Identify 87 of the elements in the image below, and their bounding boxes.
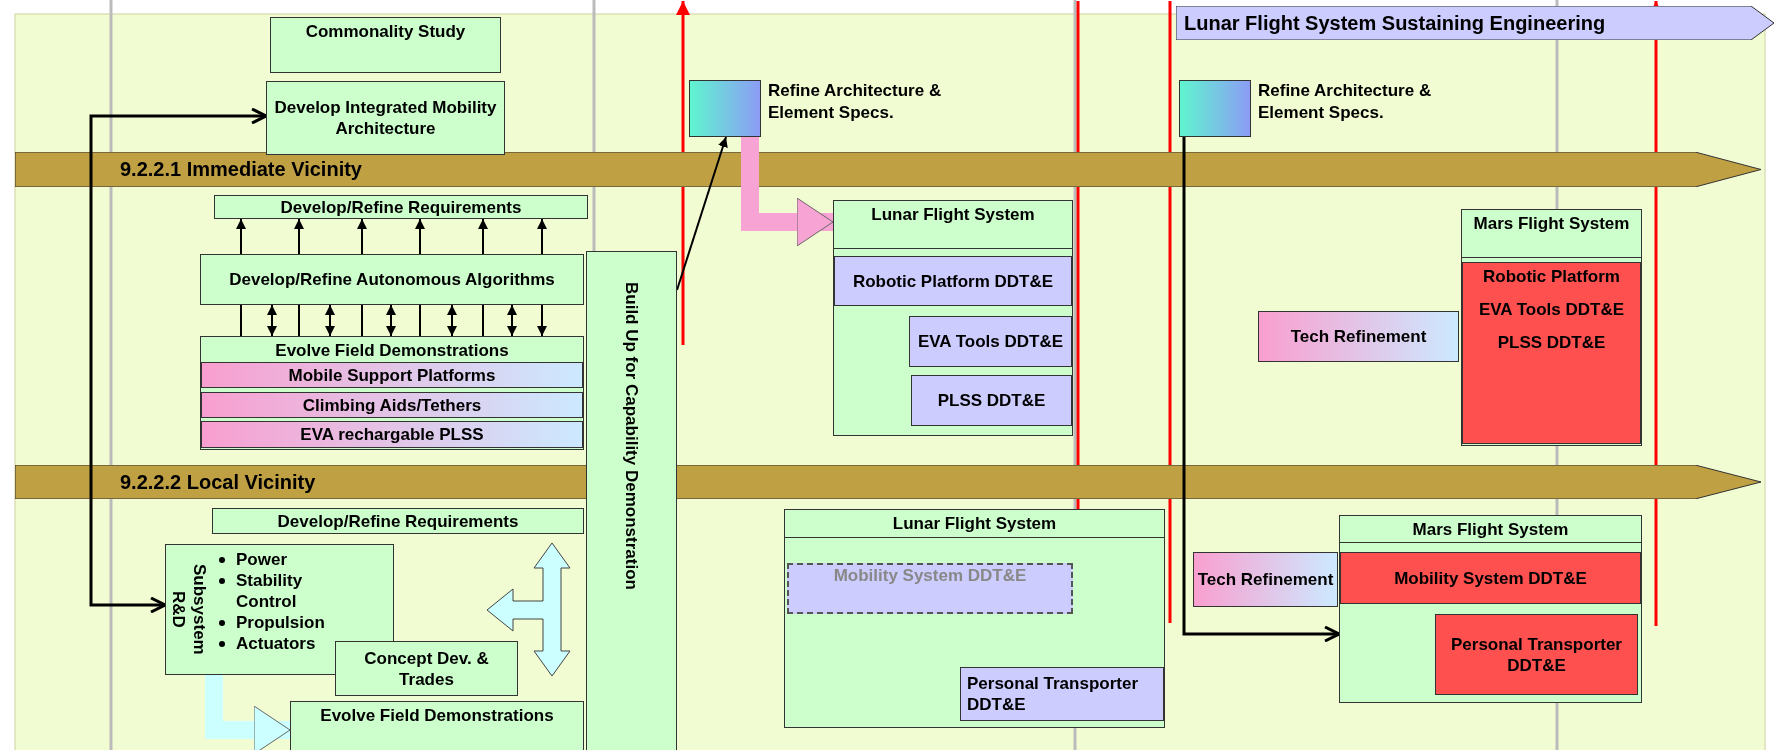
box-label: Concept Dev. & Trades	[363, 647, 490, 690]
arrow	[507, 304, 517, 337]
arrow	[236, 218, 246, 255]
task-box	[1340, 552, 1641, 604]
connector-line	[482, 304, 484, 337]
connector-line	[419, 304, 421, 337]
bullet-item: Power	[214, 549, 341, 570]
band-label: 9.2.2.1 Immediate Vicinity	[120, 159, 362, 180]
arrow	[1182, 137, 1341, 643]
task-bar	[201, 392, 583, 418]
arrow	[89, 107, 268, 614]
box-label: PLSS DDT&E	[937, 390, 1046, 411]
band-label: 9.2.2.2 Local Vicinity	[120, 471, 316, 493]
box-label: Robotic Platform	[1483, 266, 1620, 287]
box-label: EVA rechargable PLSS	[300, 424, 484, 445]
task-bar	[1193, 552, 1338, 607]
milestone-box	[1179, 80, 1251, 137]
box-label: Personal Transporter DDT&E	[967, 673, 1139, 715]
bullet-item: Stability Control	[214, 570, 341, 612]
task-bar	[201, 362, 583, 388]
arrow	[415, 218, 425, 255]
group-title: Lunar Flight System	[834, 201, 1072, 249]
arrow	[537, 218, 547, 255]
group-box	[200, 336, 584, 450]
box-label: Robotic Platform DDT&E	[852, 270, 1054, 292]
task-box	[212, 508, 584, 534]
milestone-label: Refine Architecture & Element Specs.	[768, 80, 943, 124]
connector-line	[240, 304, 242, 337]
group-box	[1339, 515, 1642, 703]
arrow	[478, 218, 488, 255]
box-label: Mobile Support Platforms	[288, 364, 496, 386]
task-box	[270, 17, 501, 73]
task-box	[586, 251, 677, 750]
task-box	[200, 254, 584, 305]
connector-line	[298, 304, 300, 337]
arrow	[537, 304, 547, 337]
box-label: EVA Tools DDT&E	[917, 331, 1064, 352]
box-label: Tech Refinement	[1290, 326, 1427, 347]
arrow	[386, 304, 396, 337]
task-box	[290, 701, 584, 750]
arrow	[294, 218, 304, 255]
band-label: Lunar Flight System Sustaining Engineering	[1184, 12, 1606, 34]
arrow	[676, 136, 728, 291]
box-label: Mobility System DDT&E	[1394, 567, 1587, 589]
task-box	[214, 195, 588, 219]
arrow	[447, 304, 457, 337]
task-box	[960, 667, 1164, 721]
task-box	[1435, 614, 1638, 695]
box-label: EVA Tools DDT&E	[1478, 299, 1625, 320]
task-box	[911, 375, 1072, 426]
block-arrow	[205, 675, 291, 750]
group-title: Lunar Flight System	[785, 510, 1164, 538]
box-label: Personal Transporter DDT&E	[1450, 633, 1623, 676]
group-title: Mars Flight System	[1462, 210, 1641, 258]
box-label: PLSS DDT&E	[1497, 332, 1606, 353]
timeline-band	[1176, 6, 1774, 40]
task-box	[787, 563, 1073, 614]
box-label: Tech Refinement	[1197, 569, 1334, 590]
bullet-item: Propulsion	[214, 612, 341, 633]
box-label: Develop/Refine Requirements	[280, 196, 522, 218]
group-title: Mars Flight System	[1340, 516, 1641, 543]
arrow	[267, 304, 277, 337]
task-bar	[201, 421, 583, 448]
box-label: Develop/Refine Autonomous Algorithms	[229, 269, 555, 290]
box-label: Commonality Study	[305, 21, 466, 42]
task-bar	[1258, 311, 1459, 362]
box-label: Evolve Field Demonstrations	[320, 705, 554, 726]
milestone-box	[689, 80, 761, 137]
group-box	[1461, 209, 1642, 446]
task-box	[335, 641, 518, 696]
box-label: Subsystem R&D	[168, 563, 210, 657]
task-box	[1462, 262, 1641, 444]
arrow	[325, 304, 335, 337]
group-box	[784, 509, 1165, 728]
group-box	[833, 200, 1073, 436]
block-arrow	[741, 137, 834, 247]
connector-line	[361, 304, 363, 337]
arrow	[357, 218, 367, 255]
task-box	[266, 81, 505, 155]
box-label: Mobility System DDT&E	[833, 565, 1027, 586]
task-box	[909, 316, 1072, 367]
box-label: Build Up for Capability Demonstration	[621, 282, 642, 590]
task-box	[834, 256, 1072, 306]
box-label: Develop Integrated Mobility Architecture	[273, 97, 498, 139]
box-label: Climbing Aids/Tethers	[302, 394, 482, 416]
box-label: Develop/Refine Requirements	[277, 510, 519, 532]
milestone-label: Refine Architecture & Element Specs.	[1258, 80, 1433, 124]
